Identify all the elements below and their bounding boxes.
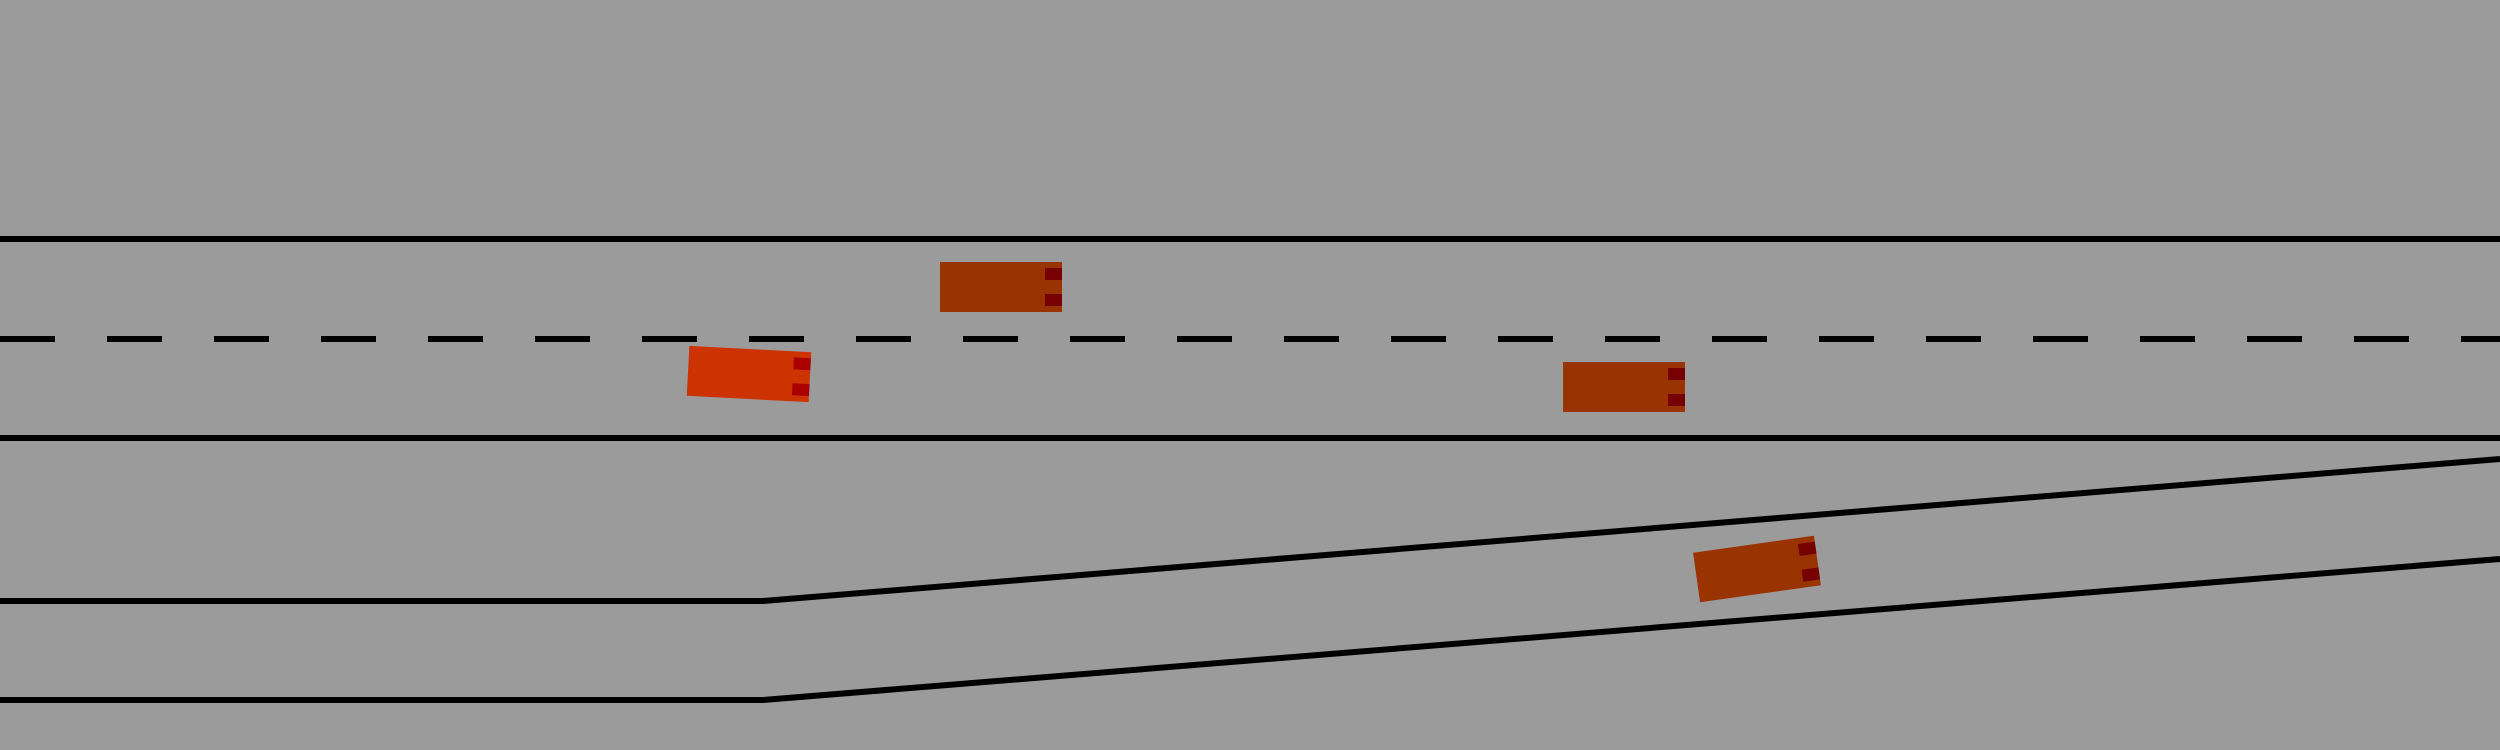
taillight	[1668, 394, 1685, 406]
ramp-lower-edge	[0, 556, 2500, 703]
ego-vehicle	[686, 345, 812, 403]
ramp-upper-edge	[0, 456, 2500, 604]
taillight	[791, 383, 810, 397]
traffic-vehicle	[1563, 362, 1685, 412]
taillight	[1797, 541, 1817, 556]
taillight	[1045, 268, 1062, 280]
vehicle-body	[940, 262, 1062, 312]
vehicle-body	[686, 345, 812, 403]
traffic-vehicle	[940, 262, 1062, 312]
vehicle-body	[1693, 535, 1821, 603]
vehicle-body	[1563, 362, 1685, 412]
taillight	[793, 357, 811, 371]
taillight	[1668, 368, 1685, 380]
taillight	[1045, 294, 1062, 306]
traffic-vehicle	[1693, 535, 1821, 603]
taillight	[1801, 567, 1821, 582]
